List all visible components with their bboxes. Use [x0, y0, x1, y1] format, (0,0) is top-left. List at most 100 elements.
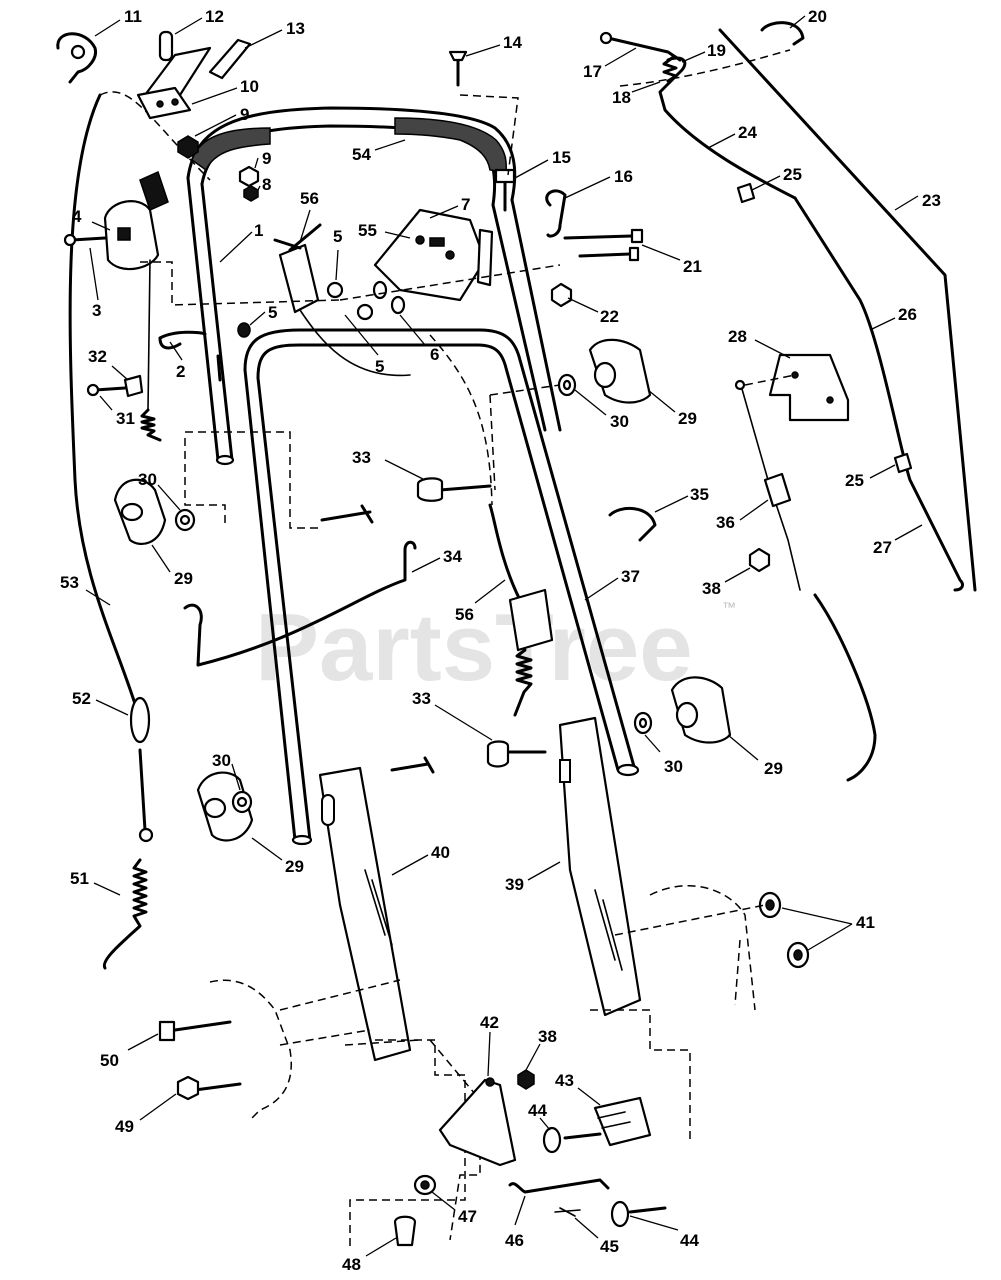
- latch-block[interactable]: [593, 1096, 652, 1147]
- svg-text:47: 47: [458, 1207, 477, 1226]
- carriage-bolt-lower[interactable]: [486, 740, 547, 768]
- retaining-clip-35[interactable]: [608, 506, 657, 542]
- hex-nut-22[interactable]: [550, 282, 573, 308]
- cotter-pin[interactable]: [158, 330, 207, 350]
- bolt-cable-lower[interactable]: [390, 756, 435, 774]
- cable-clip[interactable]: [56, 32, 98, 84]
- knob-left-upper[interactable]: [113, 478, 167, 545]
- callout-11: 11: [94, 7, 142, 37]
- svg-text:30: 30: [664, 757, 683, 776]
- callout-43: 43: [555, 1071, 601, 1106]
- nut-5a[interactable]: [326, 281, 344, 299]
- callout-32: 32: [88, 347, 129, 381]
- callout-4: 4: [72, 207, 111, 231]
- screw-14[interactable]: [448, 50, 468, 87]
- callout-54: 54: [352, 139, 406, 164]
- rod-clip-lower[interactable]: [893, 452, 913, 474]
- svg-text:7: 7: [461, 195, 470, 214]
- flange-nut-41a[interactable]: [758, 891, 782, 919]
- hex-nut-38a[interactable]: [748, 547, 771, 573]
- callout-45: 45: [574, 1217, 619, 1256]
- nut-5c[interactable]: [356, 303, 374, 321]
- bolt-50[interactable]: [158, 1020, 232, 1042]
- lock-nut-2[interactable]: [238, 165, 260, 188]
- lock-nut[interactable]: [177, 135, 199, 159]
- knob-right-lower[interactable]: [670, 676, 732, 744]
- control-cable-lower[interactable]: [429, 334, 554, 717]
- svg-text:52: 52: [72, 689, 91, 708]
- bolt-cable-upper[interactable]: [320, 504, 374, 524]
- callout-6: 6: [399, 314, 439, 364]
- washer-right-upper[interactable]: [557, 373, 577, 397]
- cable-bracket-32[interactable]: [123, 374, 144, 398]
- svg-text:39: 39: [505, 875, 524, 894]
- control-rod[interactable]: [183, 540, 417, 667]
- svg-text:49: 49: [115, 1117, 134, 1136]
- bail-rod-top[interactable]: [718, 28, 977, 592]
- carriage-bolt-upper[interactable]: [416, 477, 492, 502]
- knob-stud-48[interactable]: [393, 1215, 417, 1247]
- callout-13: 13: [244, 19, 305, 49]
- svg-text:53: 53: [60, 573, 79, 592]
- hex-nut-38b[interactable]: [517, 1069, 535, 1090]
- callout-8: 8: [257, 175, 271, 194]
- washer-right-lower[interactable]: [633, 711, 653, 735]
- switch-box[interactable]: [103, 170, 169, 442]
- hex-bolt-49[interactable]: [176, 1075, 242, 1101]
- screw-31[interactable]: [86, 383, 127, 397]
- svg-text:6: 6: [430, 345, 439, 364]
- svg-text:25: 25: [845, 471, 864, 490]
- linkage-plate[interactable]: [373, 208, 494, 302]
- handle-bracket-right[interactable]: [558, 716, 642, 1017]
- hair-pin-20[interactable]: [760, 21, 805, 46]
- svg-text:37: 37: [621, 567, 640, 586]
- callout-34: 34: [411, 547, 462, 573]
- svg-text:35: 35: [690, 485, 709, 504]
- svg-text:43: 43: [555, 1071, 574, 1090]
- pivot-pin[interactable]: [158, 30, 174, 62]
- nut-5b[interactable]: [237, 322, 251, 338]
- extension-spring[interactable]: [102, 858, 148, 970]
- latch-rod[interactable]: [508, 1178, 610, 1194]
- knob-left-lower[interactable]: [196, 771, 254, 842]
- callout-47: 47: [431, 1191, 477, 1226]
- svg-text:10: 10: [240, 77, 259, 96]
- washer-6[interactable]: [372, 280, 406, 315]
- hex-nut[interactable]: [243, 185, 259, 202]
- svg-text:46: 46: [505, 1231, 524, 1250]
- shoulder-bolt-21b[interactable]: [578, 246, 640, 262]
- brake-cable[interactable]: [734, 379, 877, 782]
- spacer-bar[interactable]: [208, 38, 252, 80]
- lower-handle[interactable]: [243, 328, 640, 846]
- watermark-text: PartsTree: [255, 594, 693, 701]
- knob-right-upper[interactable]: [588, 338, 652, 404]
- svg-text:30: 30: [138, 470, 157, 489]
- cotter-pin-45[interactable]: [554, 1207, 581, 1217]
- bail-handle-upper[interactable]: [599, 31, 797, 200]
- callout-25-upper: 25: [751, 165, 802, 191]
- washer-left-lower[interactable]: [231, 790, 253, 814]
- callout-29-c: 29: [727, 734, 783, 778]
- shoulder-bolt-21a[interactable]: [563, 228, 644, 244]
- flange-nut-41b[interactable]: [786, 941, 810, 969]
- callout-26: 26: [869, 305, 917, 331]
- washer-left-upper[interactable]: [174, 508, 196, 532]
- shoulder-screw-44a[interactable]: [542, 1126, 602, 1154]
- bushing-47[interactable]: [413, 1174, 437, 1196]
- mounting-bracket[interactable]: [768, 353, 850, 422]
- svg-text:44: 44: [528, 1101, 547, 1120]
- callout-49: 49: [115, 1093, 177, 1136]
- svg-text:56: 56: [300, 189, 319, 208]
- drive-cable[interactable]: [68, 93, 142, 722]
- shoulder-screw-44b[interactable]: [610, 1200, 667, 1228]
- screw-3[interactable]: [63, 233, 107, 247]
- rod-clip-upper[interactable]: [736, 182, 756, 204]
- pivot-bracket[interactable]: [136, 46, 212, 120]
- latch-plate[interactable]: [438, 1077, 517, 1167]
- shoulder-screw-15[interactable]: [494, 168, 516, 212]
- hair-pin-clip[interactable]: [545, 189, 567, 238]
- control-bracket-upper[interactable]: [273, 223, 411, 377]
- callout-22: 22: [567, 297, 619, 326]
- handle-bracket-left[interactable]: [318, 766, 412, 1062]
